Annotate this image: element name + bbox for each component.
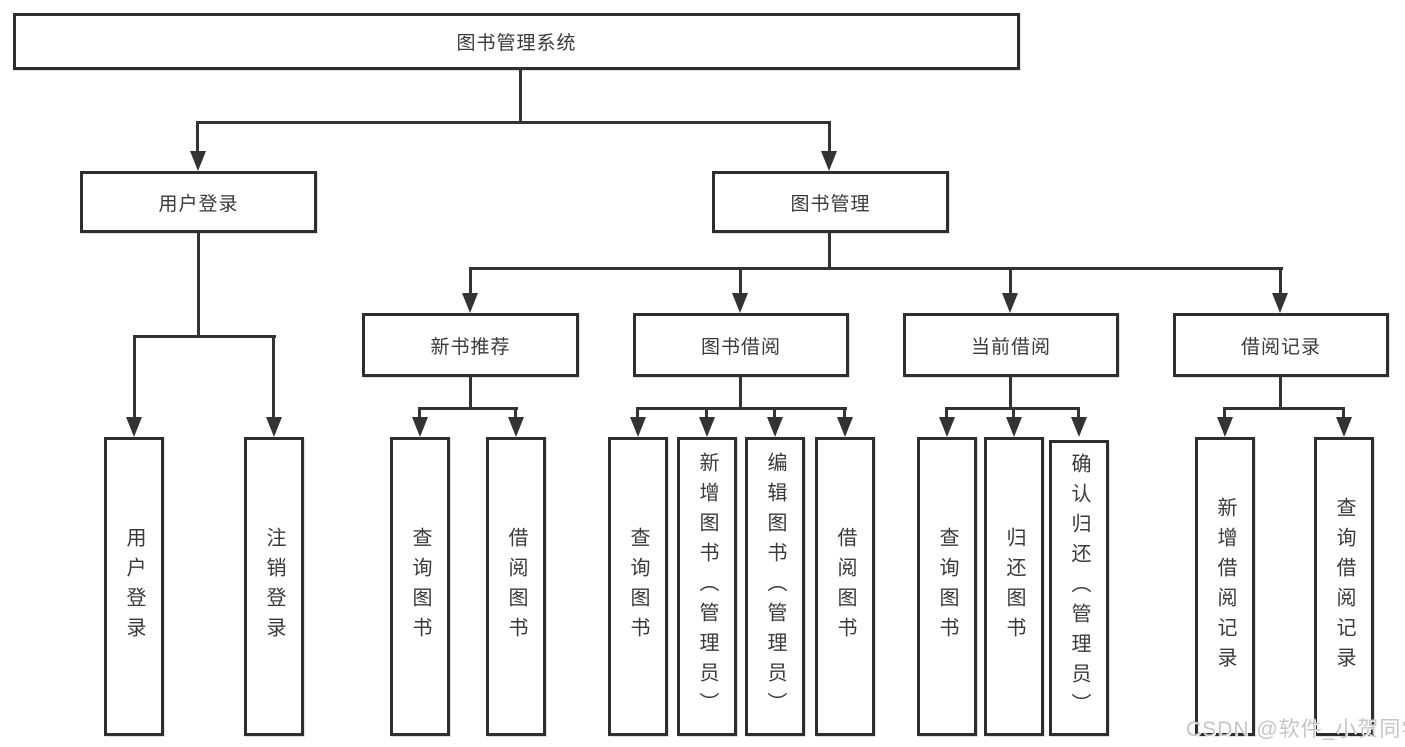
leaf-label: 借阅图书 xyxy=(505,526,527,647)
leaf-query-books-recommend: 查询图书 xyxy=(390,437,450,736)
arrowhead-down-icon xyxy=(1272,293,1288,313)
leaf-add-books-admin: 新增图书（管理员） xyxy=(677,437,737,736)
arrowhead-down-icon xyxy=(412,417,428,437)
leaf-logout: 注销登录 xyxy=(244,437,304,736)
arrowhead-down-icon xyxy=(1071,417,1087,437)
leaf-label: 借阅图书 xyxy=(834,526,856,647)
leaf-label: 确认归还（管理员） xyxy=(1068,453,1090,723)
connector xyxy=(739,267,742,295)
connector xyxy=(636,407,639,419)
arrowhead-down-icon xyxy=(462,293,478,313)
connector xyxy=(519,68,522,123)
connector xyxy=(773,407,776,419)
connector xyxy=(1009,375,1012,409)
leaf-confirm-return-admin: 确认归还（管理员） xyxy=(1049,440,1109,736)
leaf-label: 编辑图书（管理员） xyxy=(764,451,786,722)
node-root: 图书管理系统 xyxy=(13,13,1020,70)
leaf-label: 查询图书 xyxy=(936,526,958,647)
arrowhead-down-icon xyxy=(508,417,524,437)
connector xyxy=(196,121,199,155)
node-new-book-recommend: 新书推荐 xyxy=(362,313,579,377)
node-current-borrow: 当前借阅 xyxy=(903,313,1119,377)
node-user-login: 用户登录 xyxy=(80,171,317,233)
leaf-label: 查询图书 xyxy=(627,526,649,647)
leaf-label: 查询图书 xyxy=(409,526,431,647)
node-book-management: 图书管理 xyxy=(712,171,949,233)
arrowhead-down-icon xyxy=(699,417,715,437)
leaf-label: 新增借阅记录 xyxy=(1214,496,1236,677)
leaf-query-books-borrow: 查询图书 xyxy=(608,437,668,736)
arrowhead-down-icon xyxy=(1002,293,1018,313)
leaf-query-books-current: 查询图书 xyxy=(917,437,977,736)
leaf-label: 归还图书 xyxy=(1003,526,1025,647)
arrowhead-down-icon xyxy=(837,417,853,437)
arrowhead-down-icon xyxy=(939,417,955,437)
connector xyxy=(469,267,472,295)
leaf-user-login: 用户登录 xyxy=(104,437,164,736)
connector xyxy=(196,121,831,124)
connector xyxy=(828,231,831,269)
leaf-add-borrow-record: 新增借阅记录 xyxy=(1195,437,1255,736)
arrowhead-down-icon xyxy=(821,151,837,171)
connector xyxy=(1279,375,1282,409)
connector xyxy=(705,407,708,419)
watermark: CSDN @软件_小贺同学 xyxy=(1186,718,1405,741)
connector xyxy=(1009,267,1012,295)
leaf-label: 注销登录 xyxy=(263,526,285,647)
leaf-query-borrow-record: 查询借阅记录 xyxy=(1314,437,1374,736)
connector xyxy=(843,407,846,419)
arrowhead-down-icon xyxy=(732,293,748,313)
leaf-label: 用户登录 xyxy=(123,526,145,647)
arrowhead-down-icon xyxy=(767,417,783,437)
connector xyxy=(133,335,276,338)
connector xyxy=(272,335,275,419)
arrowhead-down-icon xyxy=(126,417,142,437)
connector xyxy=(197,231,200,337)
connector xyxy=(945,407,948,419)
connector xyxy=(133,335,136,419)
leaf-edit-books-admin: 编辑图书（管理员） xyxy=(745,437,805,736)
connector xyxy=(828,121,831,155)
arrowhead-down-icon xyxy=(1006,417,1022,437)
arrowhead-down-icon xyxy=(630,417,646,437)
connector xyxy=(418,407,421,419)
leaf-return-books: 归还图书 xyxy=(984,437,1044,736)
leaf-borrow-books: 借阅图书 xyxy=(815,437,875,736)
connector xyxy=(1223,407,1226,419)
connector xyxy=(418,407,518,410)
node-borrow-records: 借阅记录 xyxy=(1173,313,1389,377)
node-book-borrow: 图书借阅 xyxy=(633,313,849,377)
connector xyxy=(636,407,847,410)
connector xyxy=(514,407,517,419)
arrowhead-down-icon xyxy=(1217,417,1233,437)
connector xyxy=(469,375,472,409)
arrowhead-down-icon xyxy=(266,417,282,437)
connector xyxy=(1279,267,1282,295)
leaf-label: 查询借阅记录 xyxy=(1333,496,1355,677)
arrowhead-down-icon xyxy=(190,151,206,171)
connector xyxy=(1012,407,1015,419)
connector xyxy=(739,375,742,409)
arrowhead-down-icon xyxy=(1336,417,1352,437)
leaf-label: 新增图书（管理员） xyxy=(696,451,718,722)
leaf-borrow-books-recommend: 借阅图书 xyxy=(486,437,546,736)
connector xyxy=(1223,407,1345,410)
connector xyxy=(1077,407,1080,419)
connector xyxy=(469,267,1283,270)
connector xyxy=(1342,407,1345,419)
